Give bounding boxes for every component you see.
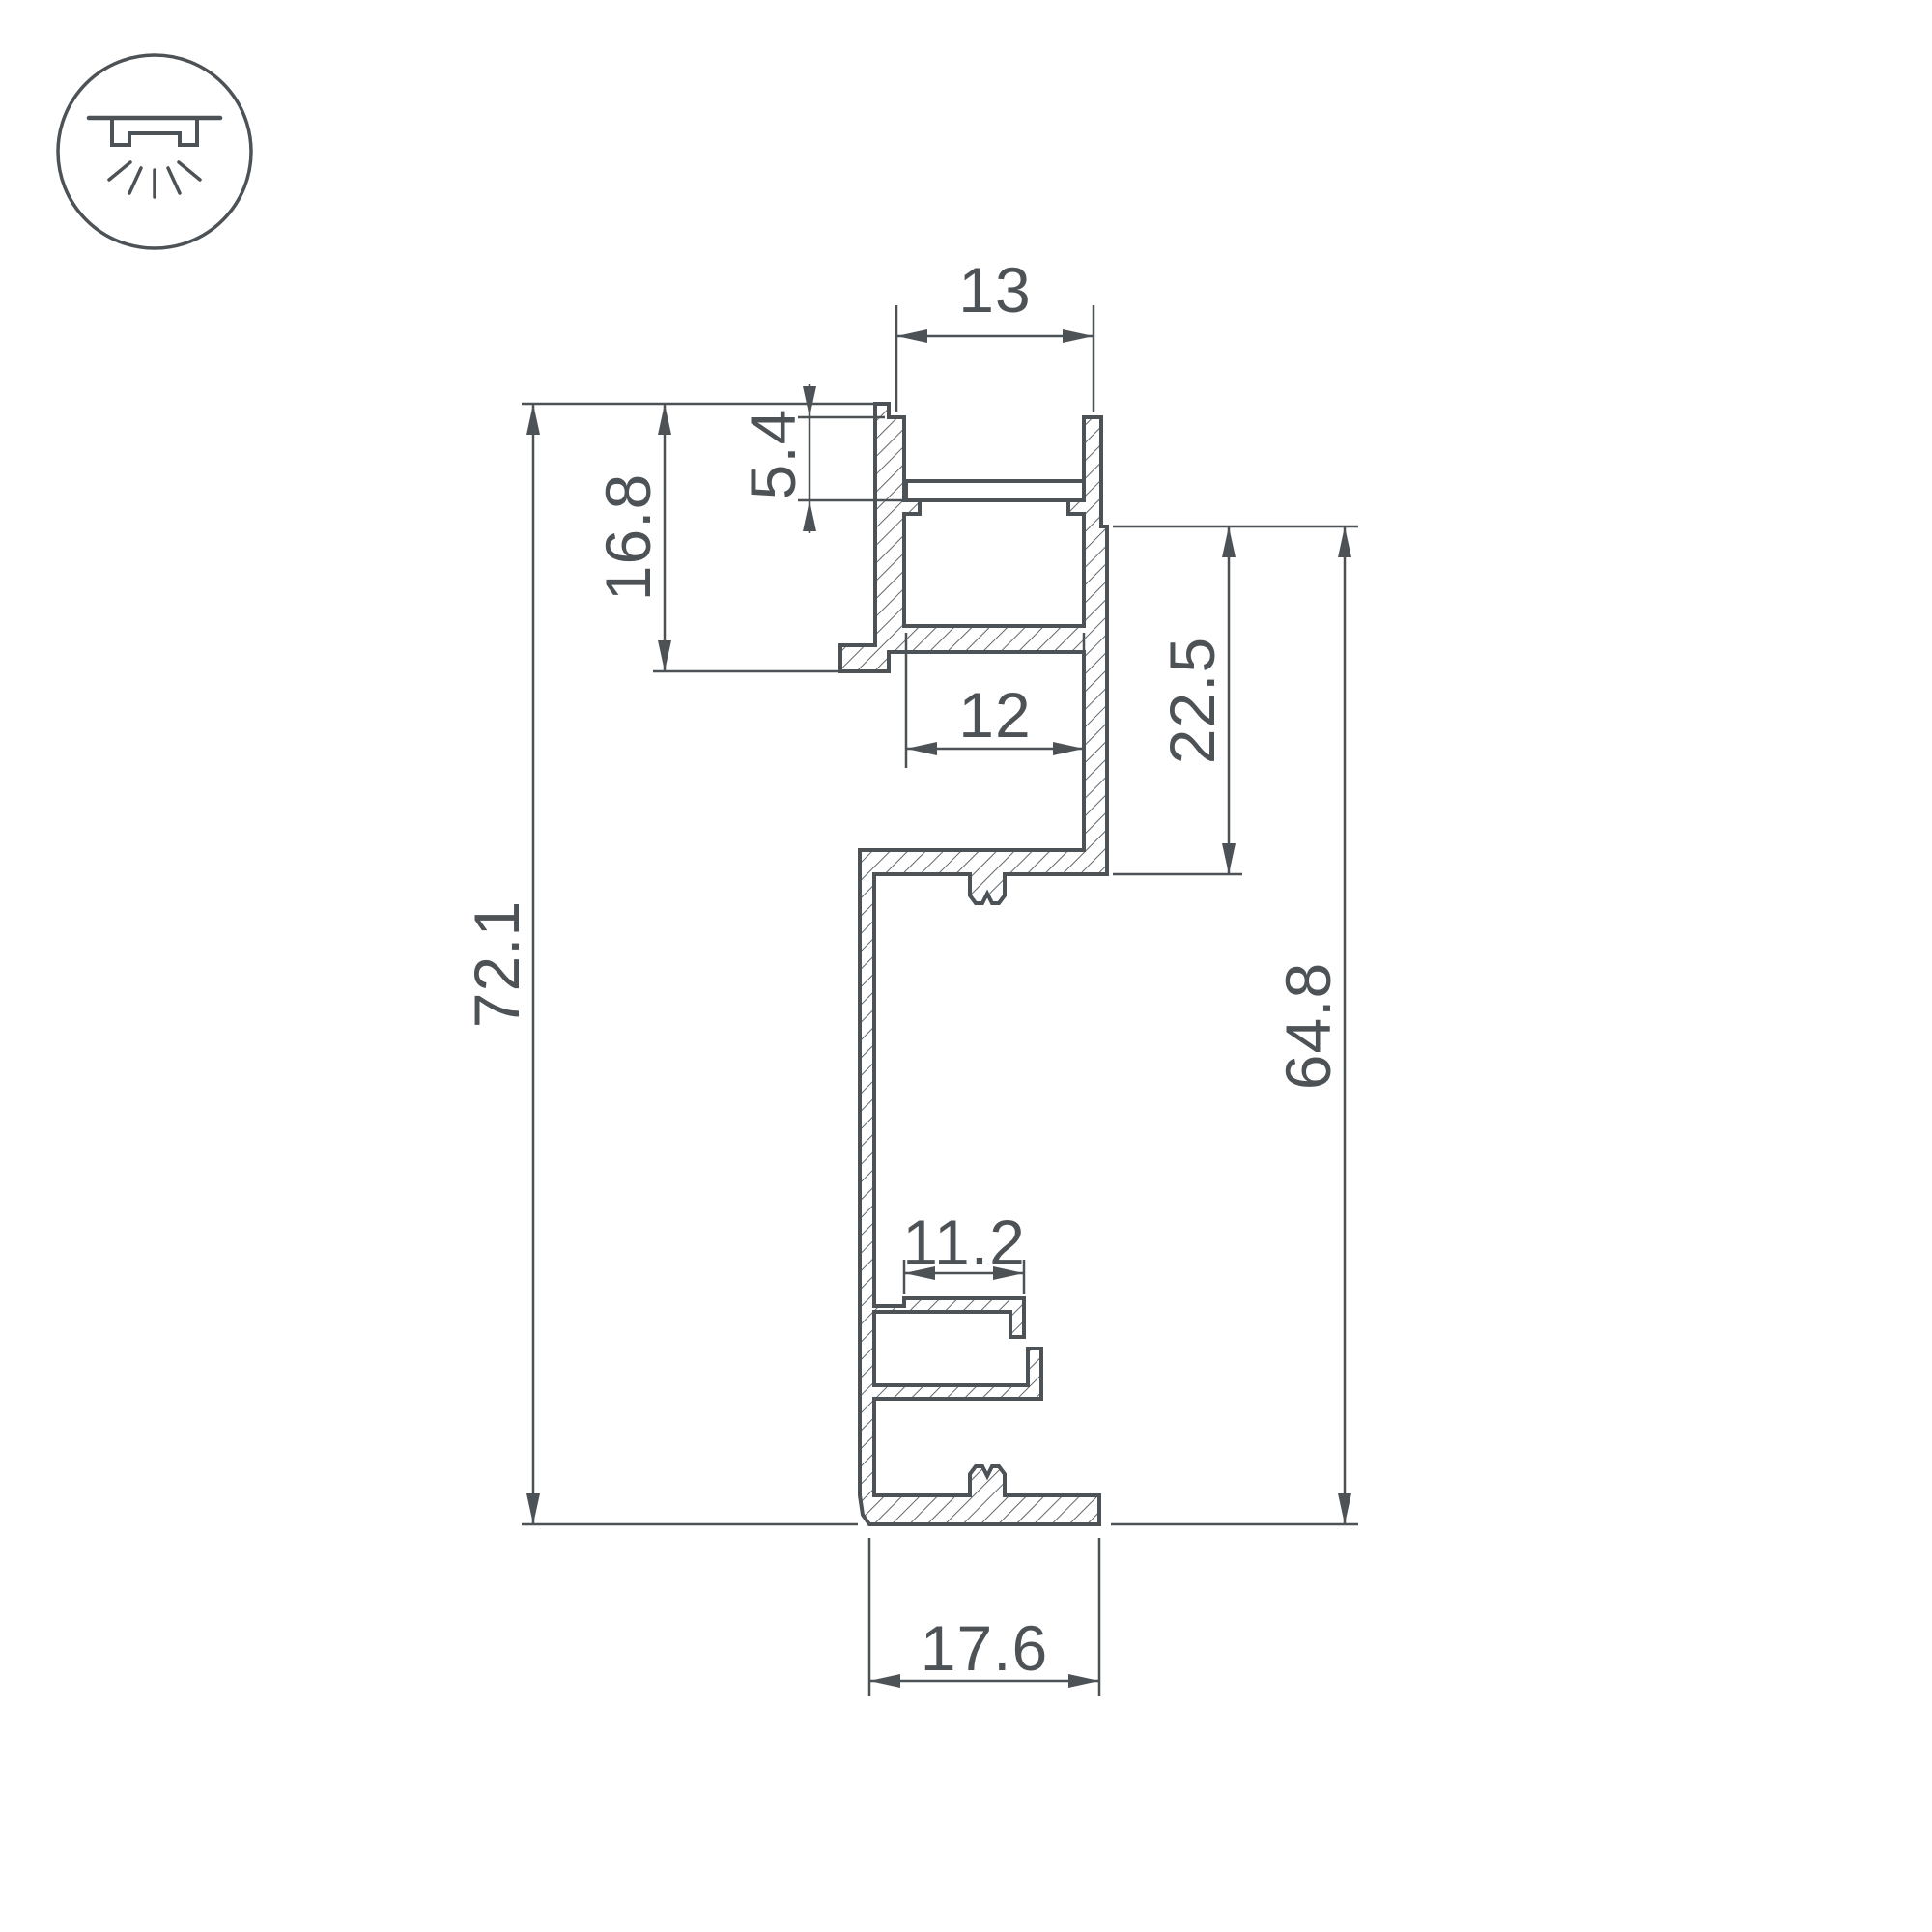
dim-label-body-height: 64.8: [1272, 962, 1344, 1090]
dim-label-flange-height: 16.8: [592, 473, 664, 601]
dim-label-overall-height: 72.1: [461, 900, 532, 1028]
dim-label-cover-recess-depth: 5.4: [737, 409, 809, 500]
dim-overall-height: 72.1: [461, 402, 877, 1526]
recessed-luminaire-icon: [56, 53, 253, 250]
dim-upper-body-height: 22.5: [1113, 525, 1358, 876]
icon-profile-glyph: [110, 116, 199, 147]
dim-label-base-width: 17.6: [921, 1612, 1048, 1684]
dim-label-upper-body-height: 22.5: [1156, 637, 1228, 764]
dim-body-height: 64.8: [1111, 526, 1358, 1526]
dim-clip-slot-width: 11.2: [902, 1207, 1026, 1294]
profile-cross-section: [838, 402, 1109, 1526]
dim-label-channel-inner-width: 12: [958, 679, 1031, 751]
dim-cover-recess-depth: 5.4: [737, 384, 908, 533]
icon-light-rays: [107, 160, 202, 199]
dim-channel-inner-width: 12: [904, 633, 1086, 768]
diffuser-cover-section: [904, 479, 1086, 502]
profile-outline: [838, 402, 1109, 1526]
dim-label-clip-slot-width: 11.2: [902, 1207, 1026, 1278]
icon-circle: [56, 53, 253, 250]
dim-flange-height: 16.8: [592, 404, 838, 673]
dim-top-opening-width: 13: [895, 254, 1095, 412]
dim-base-width: 17.6: [867, 1538, 1101, 1696]
dim-label-top-opening-width: 13: [958, 254, 1031, 326]
